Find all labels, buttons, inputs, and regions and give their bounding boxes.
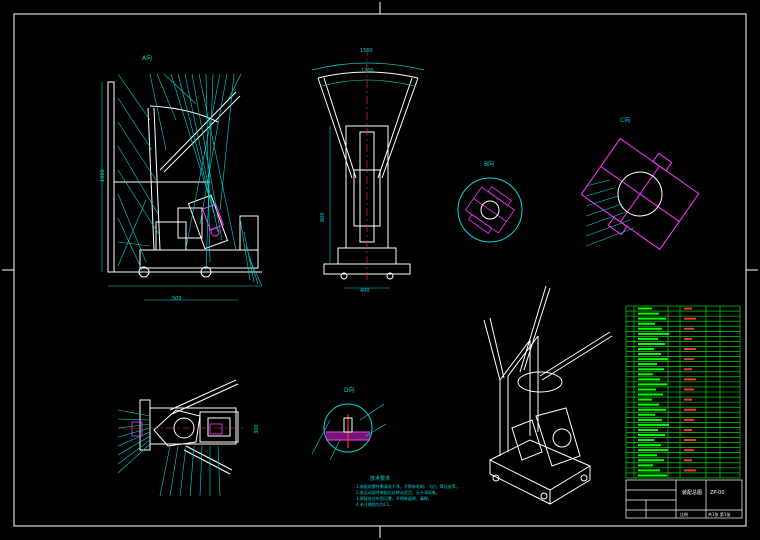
leader-line bbox=[249, 259, 263, 287]
leader-line bbox=[117, 145, 159, 215]
leader-line bbox=[219, 73, 235, 211]
scale-label: 比例 bbox=[680, 511, 688, 517]
leader-line bbox=[199, 73, 228, 225]
leader-line bbox=[179, 445, 187, 497]
fan-view: 1500 1200 800 400 bbox=[311, 48, 425, 294]
notes-title: 技术要求 bbox=[370, 475, 390, 482]
leader-line bbox=[117, 423, 151, 429]
detail-b: B向 bbox=[457, 160, 523, 243]
view-a-label: A向 bbox=[142, 54, 152, 62]
leader-line bbox=[117, 121, 157, 181]
leader-line bbox=[117, 409, 151, 417]
leader-line bbox=[184, 73, 219, 233]
leader-line bbox=[117, 439, 151, 465]
detail-d-label: D向 bbox=[344, 386, 355, 394]
drawing-number: ZP-00 bbox=[710, 490, 725, 496]
isometric-view bbox=[483, 285, 613, 505]
leader-line bbox=[217, 445, 221, 497]
title-block bbox=[625, 479, 743, 519]
leader-line bbox=[163, 73, 197, 105]
leader-line bbox=[585, 227, 635, 247]
leader-line bbox=[585, 219, 631, 237]
leader-line bbox=[159, 445, 171, 497]
plan-view: 300 bbox=[117, 379, 260, 497]
leader-line bbox=[117, 431, 151, 447]
leader-line bbox=[199, 445, 203, 497]
leader-line bbox=[149, 73, 167, 151]
leader-line bbox=[585, 203, 623, 217]
leader-line bbox=[117, 193, 147, 263]
leader-line bbox=[177, 73, 215, 215]
drawing-name: 装配总图 bbox=[682, 489, 702, 496]
leader-line bbox=[191, 73, 223, 241]
leader-line bbox=[185, 73, 221, 249]
leader-line bbox=[117, 435, 151, 456]
leader-line bbox=[243, 231, 255, 283]
leader-line bbox=[205, 73, 211, 263]
leader-line bbox=[117, 73, 151, 121]
sheet-label: 共1张 第1张 bbox=[708, 511, 730, 517]
leader-line bbox=[117, 443, 151, 474]
leader-line bbox=[585, 187, 615, 197]
side-view: A向 1000 500 bbox=[100, 54, 263, 302]
dim-width-base: 500 bbox=[172, 296, 182, 302]
leader-line bbox=[156, 73, 177, 121]
leader-line bbox=[198, 73, 237, 251]
note-1: 1.装配前零件需清洗干净，不得有毛刺、飞边、氧化皮等。 bbox=[356, 483, 460, 489]
dim-width-mid: 400 bbox=[360, 288, 370, 294]
detail-c-label: C向 bbox=[620, 116, 630, 124]
leader-line bbox=[117, 199, 147, 267]
leader-line bbox=[117, 418, 151, 421]
dim-arc-top: 1500 bbox=[360, 48, 373, 54]
note-3: 3.焊接处应牢固可靠，不得有虚焊、漏焊。 bbox=[356, 495, 432, 501]
leader-line bbox=[585, 179, 611, 187]
leader-line bbox=[117, 241, 151, 247]
leader-line bbox=[169, 445, 179, 497]
leader-line bbox=[585, 211, 627, 227]
leader-line bbox=[239, 217, 251, 281]
leader-line bbox=[117, 427, 151, 438]
detail-c: C向 bbox=[580, 116, 700, 251]
technical-notes: 技术要求 1.装配前零件需清洗干净，不得有毛刺、飞边、氧化皮等。 2.各运动部件… bbox=[356, 475, 460, 507]
dim-plan-height: 300 bbox=[254, 424, 260, 434]
leader-line bbox=[117, 217, 143, 271]
leader-line bbox=[227, 73, 242, 101]
leader-line bbox=[117, 97, 153, 151]
leader-line bbox=[585, 195, 619, 207]
detail-d: D向 bbox=[311, 386, 387, 461]
dim-height-left: 1000 bbox=[100, 169, 106, 182]
parts-table bbox=[625, 305, 741, 479]
note-4: 4.未注倒角均为C1。 bbox=[356, 501, 393, 507]
leader-line bbox=[170, 73, 211, 201]
leader-line bbox=[189, 445, 195, 497]
dim-height-mid: 800 bbox=[320, 212, 326, 222]
leader-line bbox=[117, 169, 161, 237]
dim-arc-inner: 1200 bbox=[361, 68, 374, 74]
detail-b-label: B向 bbox=[484, 160, 494, 168]
note-2: 2.各运动部件装配后应转动灵活，无卡滞现象。 bbox=[356, 489, 440, 495]
